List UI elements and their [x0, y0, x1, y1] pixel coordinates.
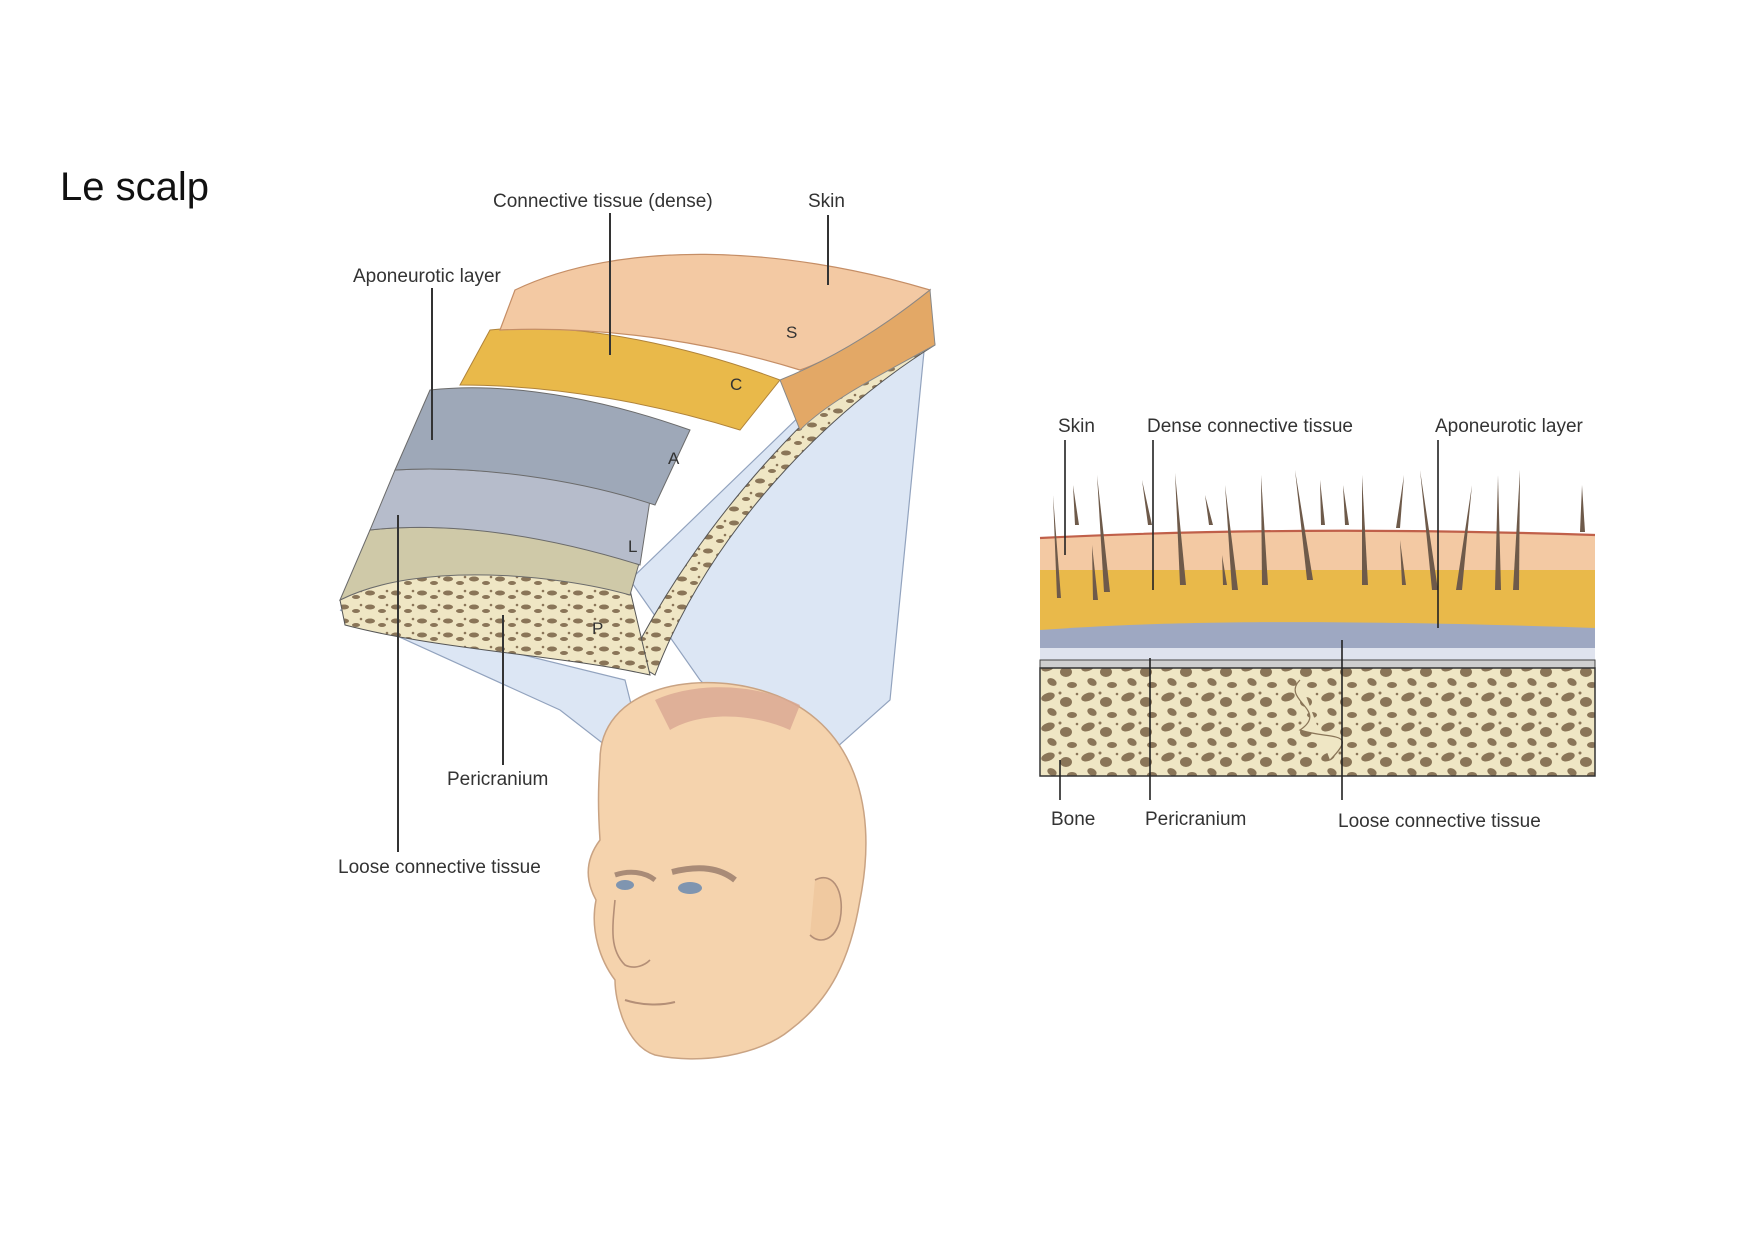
letter-p: P: [592, 619, 603, 638]
letter-a: A: [668, 449, 680, 468]
label-pericranium-left: Pericranium: [447, 769, 548, 790]
scalp-cutout: [655, 687, 800, 730]
eyebrow-left: [614, 869, 657, 883]
ear: [809, 877, 842, 941]
layered-scalp-illustration: S C A L P Connective tissue (dense) Skin…: [338, 191, 936, 1060]
letter-l: L: [628, 537, 637, 556]
label-loose-right: Loose connective tissue: [1338, 811, 1541, 832]
nose: [612, 899, 651, 968]
layer-aponeurotic: [394, 387, 691, 506]
layer-side-edge: [779, 289, 936, 431]
label-pericranium-right: Pericranium: [1145, 809, 1246, 830]
xs-aponeurotic: [1040, 622, 1595, 650]
layer-dense-connective: [459, 327, 781, 431]
hair-follicles: [1053, 470, 1585, 600]
letter-s: S: [786, 323, 797, 342]
eyebrow-right: [671, 865, 737, 883]
label-connective-dense: Connective tissue (dense): [493, 191, 713, 212]
head-illustration: [587, 681, 867, 1060]
xs-bone: [1039, 667, 1596, 777]
label-loose-left: Loose connective tissue: [338, 857, 541, 878]
xs-dense-connective: [1040, 570, 1595, 632]
label-skin-left: Skin: [808, 191, 845, 212]
label-aponeurotic-right: Aponeurotic layer: [1435, 416, 1584, 437]
letter-c: C: [730, 375, 742, 394]
label-bone-right: Bone: [1051, 809, 1095, 830]
label-aponeurotic-left: Aponeurotic layer: [353, 266, 502, 287]
cross-section-illustration: Skin Dense connective tissue Aponeurotic…: [1039, 416, 1596, 832]
eye-right: [678, 882, 702, 894]
xs-skin-surface: [1039, 529, 1596, 540]
head-shape: [587, 681, 867, 1060]
mouth: [624, 999, 676, 1006]
label-skin-right: Skin: [1058, 416, 1095, 437]
eye-left: [616, 880, 634, 890]
slide-title: Le scalp: [60, 165, 209, 209]
xs-pericranium: [1039, 659, 1596, 669]
xs-loose-connective: [1040, 648, 1595, 662]
xs-skin: [1040, 530, 1595, 575]
label-dense-right: Dense connective tissue: [1147, 416, 1353, 437]
